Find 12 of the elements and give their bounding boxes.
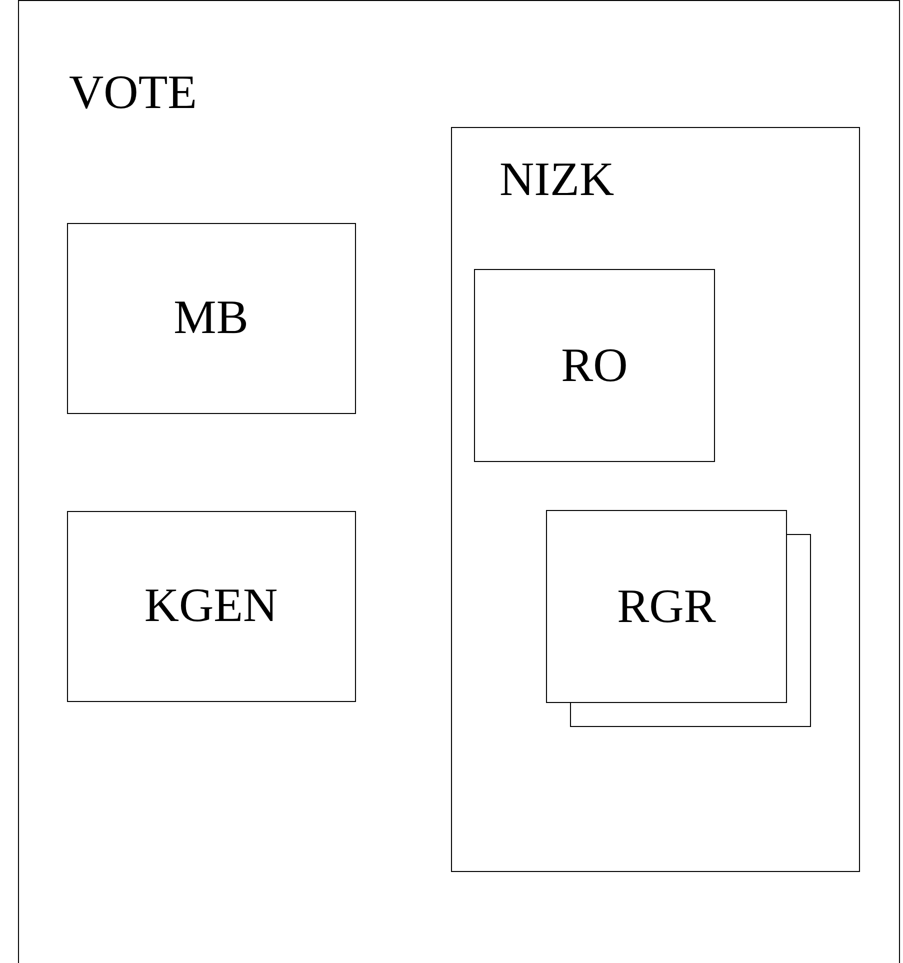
box-label: NIZK [500,156,614,204]
module-box [66,510,356,702]
module-box [66,222,356,414]
box-label: KGEN [144,582,278,630]
group-box [450,126,860,872]
box-label: MB [174,294,248,342]
box-label: RGR [617,582,716,630]
module-box [546,510,787,703]
outer-container-box [18,0,900,963]
module-box [474,269,715,462]
box-label: RO [561,342,628,390]
box-label: VOTE [69,69,197,117]
